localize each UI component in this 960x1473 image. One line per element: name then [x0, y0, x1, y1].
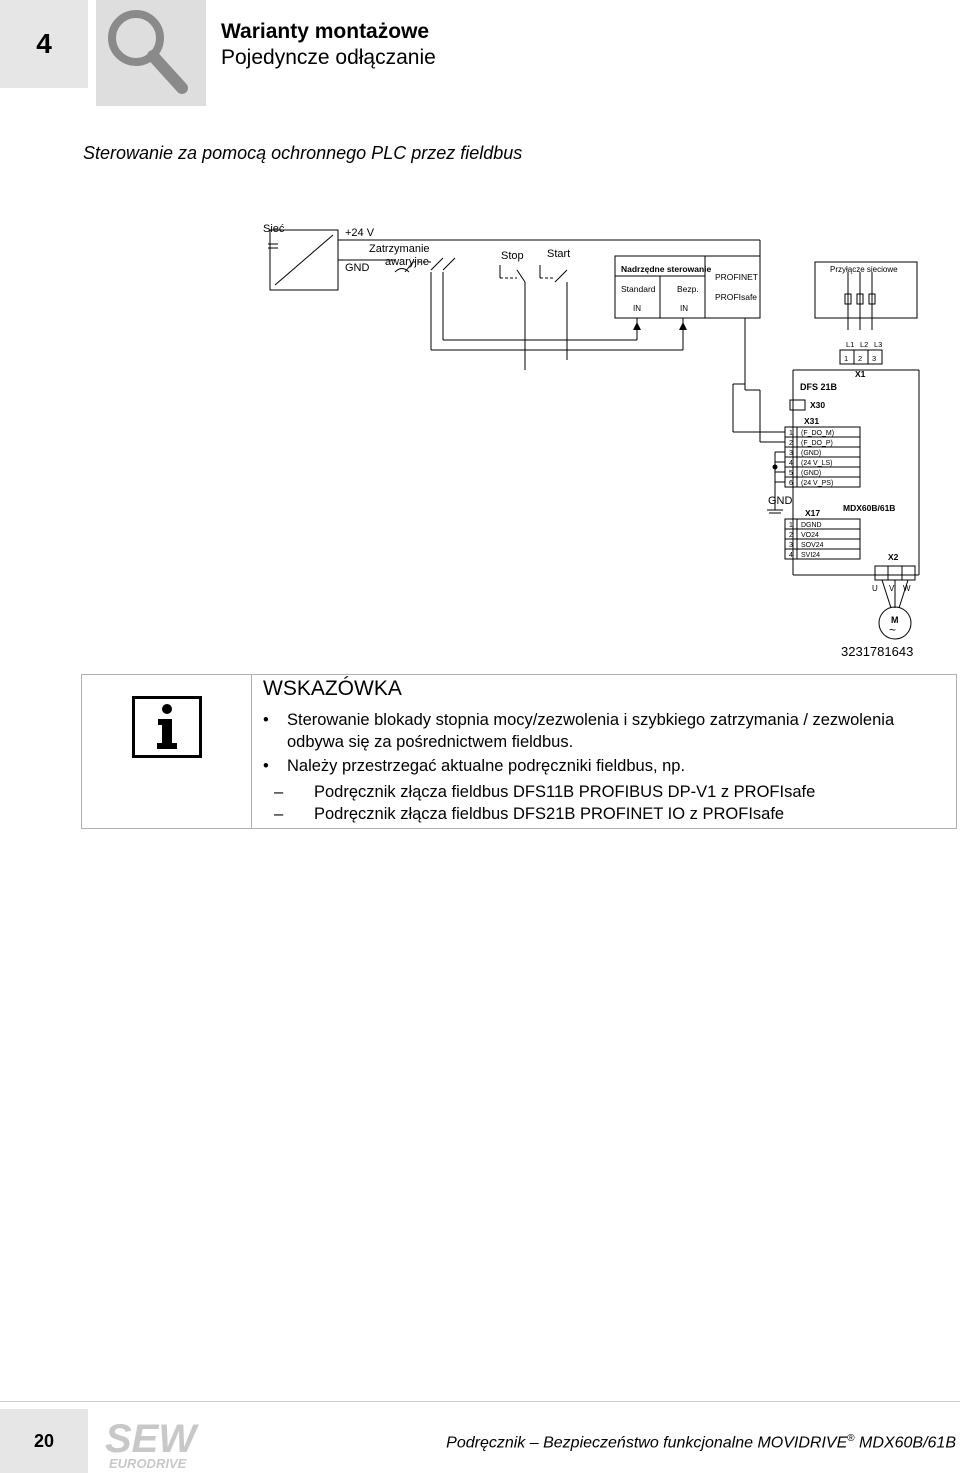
x31-signal-1: (F_DO_M) — [801, 430, 834, 437]
x17-pin-1: 1 — [789, 522, 793, 529]
magnifier-icon — [108, 10, 188, 94]
l1-label: L1 — [846, 340, 854, 349]
x31-pin-3: 3 — [789, 450, 793, 457]
sew-eurodrive-logo: SEW EURODRIVE — [105, 1417, 199, 1470]
x31-signal-2: (F_DO_P) — [801, 440, 833, 447]
l3-label: L3 — [874, 340, 882, 349]
plc-title: Nadrzędne sterowanie — [621, 264, 711, 274]
page-subtitle: Pojedyncze odłączanie — [221, 46, 436, 69]
header-icon-panel — [96, 0, 206, 106]
wiring-diagram: Sieć +24 V GND Zatrzymanie awaryjne Stop… — [263, 223, 920, 659]
x31-signal-4: (24 V_LS) — [801, 460, 833, 467]
x17-pin-3: 3 — [789, 542, 793, 549]
bullet-2-text: Należy przestrzegać aktualne podręczniki… — [287, 757, 686, 775]
info-icon — [132, 696, 202, 758]
mdx-label: MDX60B/61B — [843, 503, 895, 513]
x31-pin-4: 4 — [789, 460, 793, 467]
x17-signal-2: VO24 — [801, 532, 819, 539]
estop-label-1: Zatrzymanie — [369, 243, 430, 255]
chapter-tab — [0, 0, 88, 88]
estop-label-2: awaryjne — [385, 256, 429, 268]
x17-pin-2: 2 — [789, 532, 793, 539]
start-label: Start — [547, 248, 570, 260]
x2-label: X2 — [888, 552, 899, 562]
plc-in-1: IN — [633, 304, 641, 313]
x17-signal-4: SVI24 — [801, 552, 820, 559]
x17-label: X17 — [805, 508, 820, 518]
x31-label: X31 — [804, 416, 819, 426]
x17-signal-1: DGND — [801, 522, 822, 529]
page-number: 20 — [33, 1430, 55, 1451]
section-heading: Sterowanie za pomocą ochronnego PLC prze… — [83, 143, 523, 163]
l2-label: L2 — [860, 340, 868, 349]
figure-id: 3231781643 — [841, 644, 913, 659]
sub-2-marker: – — [274, 805, 284, 823]
note-box: WSKAZÓWKA • Sterowanie blokady stopnia m… — [81, 674, 957, 829]
x30-label: X30 — [810, 400, 825, 410]
footer-text-model: MDX60B/61B — [854, 1434, 956, 1452]
note-sidebar — [82, 675, 252, 828]
x31-pin-2: 2 — [789, 440, 793, 447]
page-number-tab — [0, 1409, 88, 1473]
plc-in-2: IN — [680, 304, 688, 313]
x1-pin-1: 1 — [844, 354, 848, 363]
gnd-label: GND — [345, 262, 370, 274]
mains-label: Sieć — [263, 223, 285, 235]
motor-tilde: ~ — [889, 623, 896, 637]
x1-pin-3: 3 — [872, 354, 876, 363]
footer-text: Podręcznik – Bezpieczeństwo funkcjonalne… — [446, 1433, 956, 1452]
footer-registered-mark: ® — [847, 1433, 855, 1444]
bullet-1-line-1: Sterowanie blokady stopnia mocy/zezwolen… — [287, 711, 895, 729]
plc-standard: Standard — [621, 284, 656, 294]
x31-signal-3: (GND) — [801, 450, 821, 457]
x31-pin-5: 5 — [789, 470, 793, 477]
x31-signal-5: (GND) — [801, 470, 821, 477]
x17-pin-4: 4 — [789, 552, 793, 559]
x17-signal-3: SOV24 — [801, 542, 824, 549]
svg-text:EURODRIVE: EURODRIVE — [109, 1456, 187, 1470]
gnd2-label: GND — [768, 495, 793, 507]
dfs-label: DFS 21B — [800, 382, 838, 392]
bullet-1-marker: • — [263, 711, 269, 729]
mains-connection-label: Przyłącze sieciowe — [830, 265, 898, 274]
page-title: Warianty montażowe — [221, 20, 430, 43]
sub-2-text: Podręcznik złącza fieldbus DFS21B PROFIN… — [314, 805, 785, 823]
note-title: WSKAZÓWKA — [263, 677, 402, 700]
x1-pin-2: 2 — [858, 354, 862, 363]
chapter-number: 4 — [36, 28, 52, 59]
x1-label: X1 — [855, 369, 866, 379]
footer-text-main: Podręcznik – Bezpieczeństwo funkcjonalne… — [446, 1434, 848, 1452]
profinet-label: PROFINET — [715, 272, 758, 282]
profisafe-label: PROFIsafe — [715, 292, 757, 302]
x31-signal-6: (24 V_PS) — [801, 480, 833, 487]
x31-pin-6: 6 — [789, 480, 793, 487]
plc-block — [614, 255, 761, 319]
w-label: W — [903, 584, 911, 593]
svg-text:SEW: SEW — [105, 1417, 199, 1461]
sub-1-text: Podręcznik złącza fieldbus DFS11B PROFIB… — [314, 783, 816, 801]
x31-pin-1: 1 — [789, 430, 793, 437]
stop-label: Stop — [501, 250, 524, 262]
footer-rule — [0, 1401, 960, 1402]
sub-1-marker: – — [274, 783, 284, 801]
u-label: U — [872, 584, 878, 593]
plus24-label: +24 V — [345, 227, 375, 239]
v-label: V — [889, 584, 895, 593]
bullet-2-marker: • — [263, 757, 269, 775]
bullet-1-line-2: odbywa się za pośrednictwem fieldbus. — [287, 733, 574, 751]
motor-label: M — [891, 615, 899, 625]
plc-safe: Bezp. — [677, 284, 699, 294]
